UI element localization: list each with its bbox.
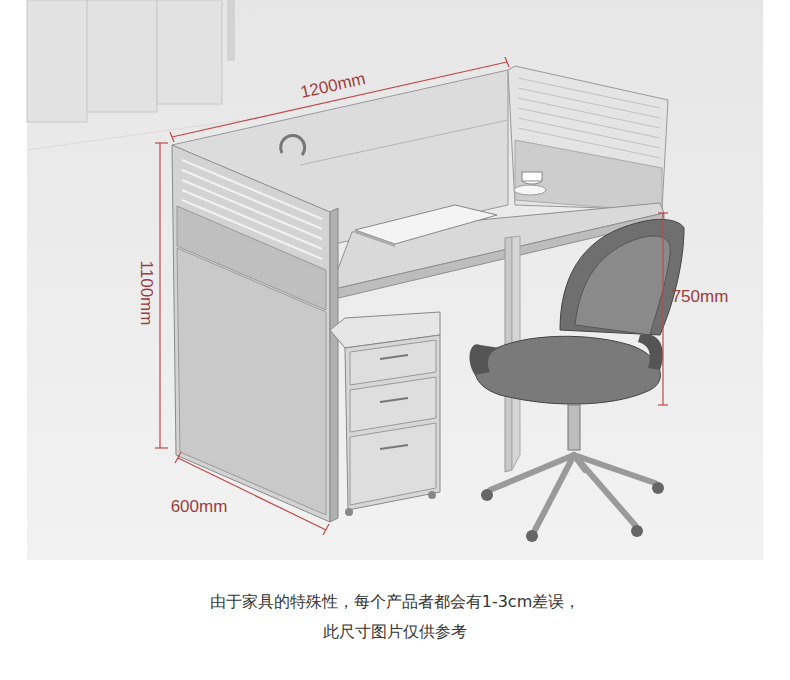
caption: 由于家具的特殊性，每个产品者都会有1-3cm差误， 此尺寸图片仅供参考 [145, 587, 645, 647]
height-dimension: 1100mm [136, 261, 156, 326]
depth-dimension: 600mm [171, 497, 228, 517]
desk-height-dimension: 750mm [672, 287, 729, 307]
